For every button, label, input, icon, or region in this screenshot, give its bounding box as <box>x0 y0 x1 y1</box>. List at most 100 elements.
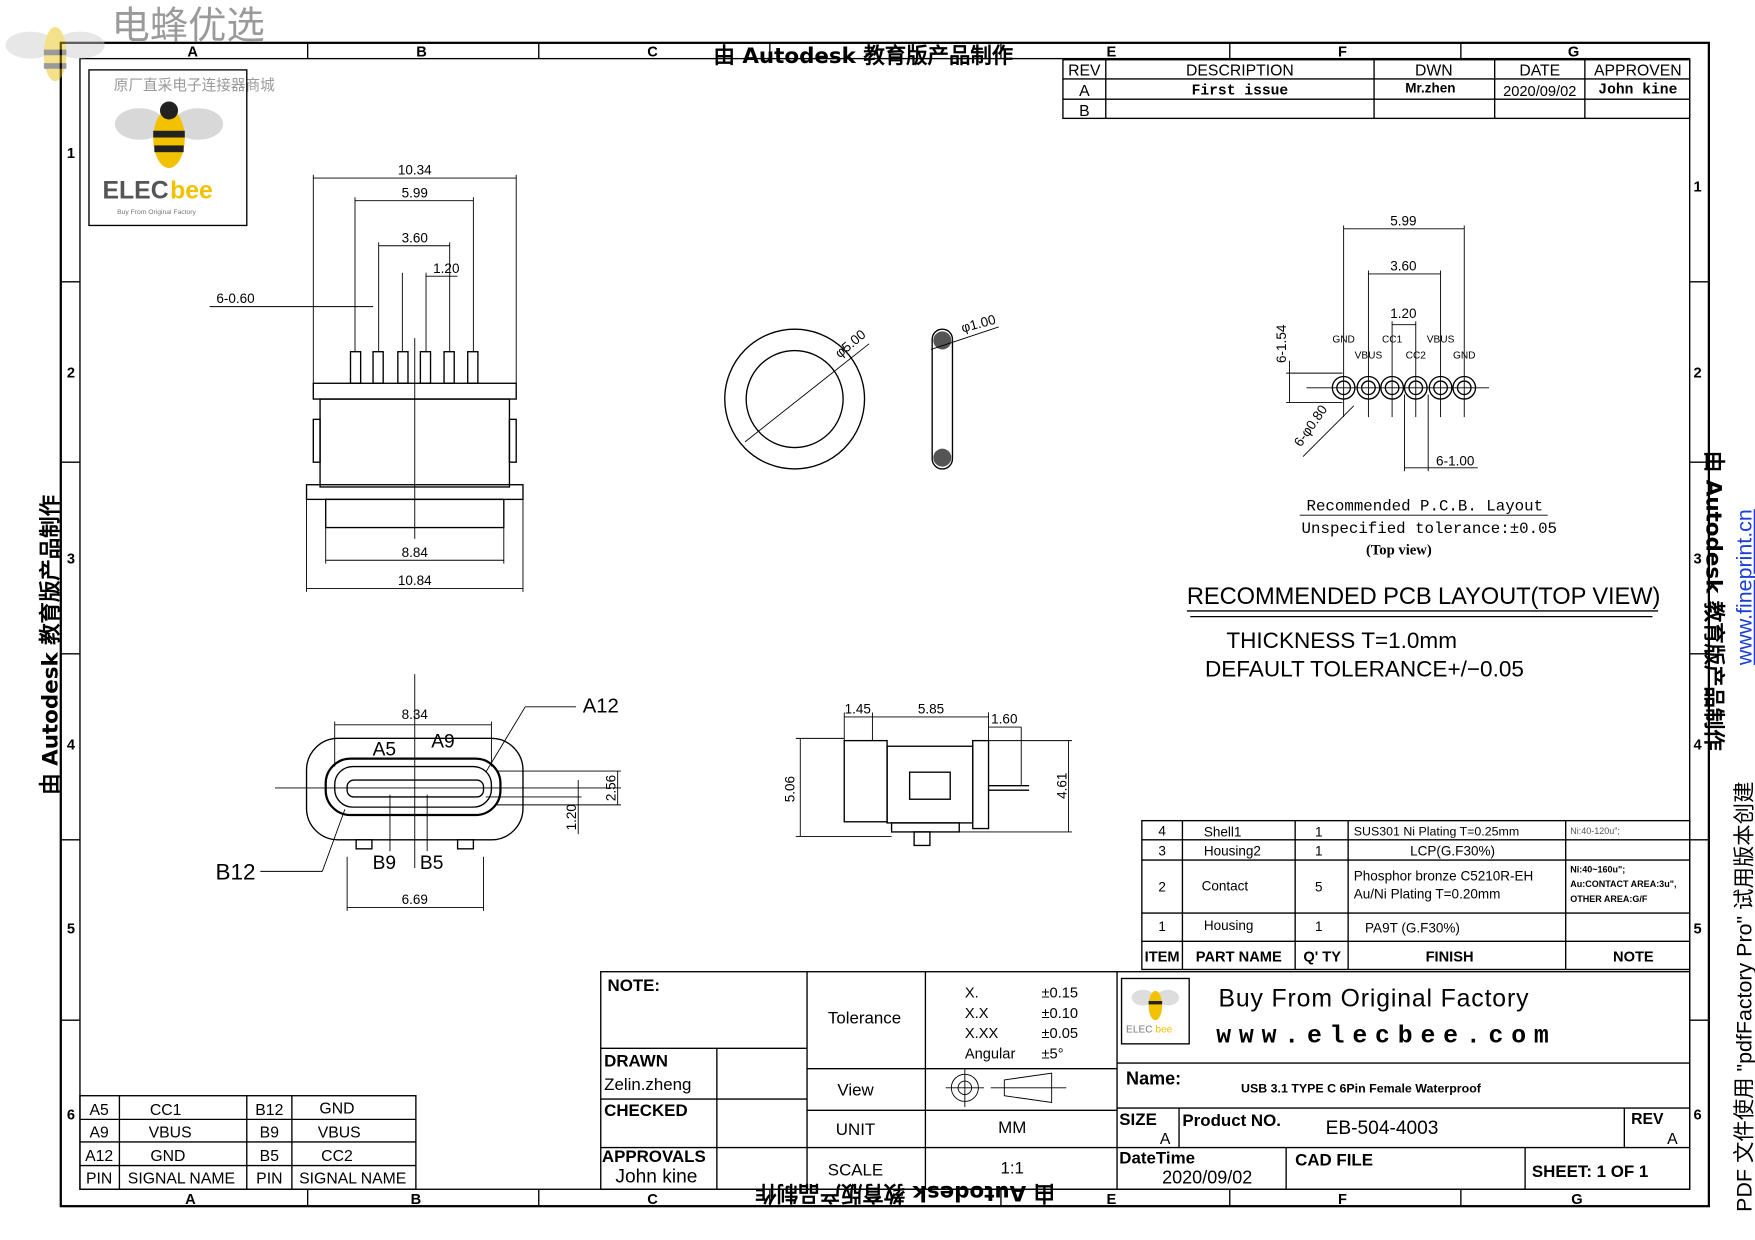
drawing-label: PIN <box>256 1171 282 1188</box>
drawing-label: Ni:40-120u"; <box>1570 826 1620 836</box>
drawing-line <box>1141 820 1690 970</box>
drawing-line <box>372 351 384 384</box>
drawing-line <box>209 174 524 592</box>
drawing-line <box>1141 819 1691 971</box>
drawing-label: C <box>647 44 658 60</box>
drawing-label: 1 <box>1694 180 1702 196</box>
drawing-label: GND <box>1332 335 1355 346</box>
drawing-label: 6-1.54 <box>1274 324 1289 363</box>
drawing-label: 4 <box>1694 738 1703 754</box>
drawing-label: X.X <box>965 1006 989 1022</box>
drawing-label: CC2 <box>1406 350 1427 361</box>
brand-sub-watermark: 原厂直采电子连接器商城 <box>114 77 275 94</box>
drawing-label: ITEM <box>1145 950 1180 966</box>
drawing-label: A5 <box>373 739 396 760</box>
drawing-label: (Top view) <box>1366 543 1432 559</box>
drawing-line <box>43 27 67 82</box>
drawing-line <box>154 145 184 153</box>
drawing-label: E <box>1107 44 1117 60</box>
drawing-line <box>321 809 346 872</box>
drawing-label: φ1.00 <box>960 312 998 336</box>
elecbee-logo: ELEC bee Buy From Original Factory <box>88 69 248 227</box>
drawing-label: X.XX <box>965 1026 999 1042</box>
drawing-line <box>908 771 951 800</box>
drawing-label: UNIT <box>836 1120 875 1139</box>
drawing-line <box>1148 990 1163 1021</box>
drawing-label: B <box>1079 103 1090 120</box>
drawing-label: Shell1 <box>1204 824 1242 839</box>
drawing-label: 3 <box>1158 844 1166 859</box>
drawing-label: F <box>1338 1192 1347 1208</box>
title-block: NOTE: DRAWN Zelin.zheng CHECKED APPROVAL… <box>600 971 1691 1190</box>
drawing-line: 1.45 5.85 1.60 5.06 4.61 <box>783 702 1070 803</box>
drawing-label: 1.20 <box>564 804 579 830</box>
drawing-line <box>1003 1072 1053 1103</box>
drawing-line <box>43 63 67 69</box>
drawing-label: 5.85 <box>918 702 944 717</box>
drawing-label: A <box>1079 83 1090 100</box>
slogan: Buy From Original Factory <box>1219 986 1530 1013</box>
drawing-label: 1 <box>67 146 75 162</box>
drawing-line <box>43 49 67 56</box>
drawing-line <box>5 31 56 59</box>
projection-symbol-icon <box>945 1068 1067 1107</box>
drawing-label: Phosphor bronze C5210R-EH <box>1354 868 1534 883</box>
drawing-label: 5 <box>1315 880 1323 895</box>
pcb-layout-title: RECOMMENDED PCB LAYOUT(TOP VIEW) <box>1187 584 1660 610</box>
drawing-label: 5 <box>67 921 75 937</box>
drawing-label: 2 <box>1158 880 1166 895</box>
drawing-label: B <box>411 1192 422 1208</box>
drawing-label: Ni:40~160u"; <box>1570 865 1625 875</box>
drawing-label: VBUS <box>149 1124 192 1141</box>
drawing-label: G <box>1568 44 1579 60</box>
thickness-note: THICKNESS T=1.0mm <box>1226 628 1457 653</box>
drawing-label: PA9T (G.F30%) <box>1365 920 1460 935</box>
drawing-label: 1.45 <box>845 702 871 717</box>
drawing-label: DateTime <box>1119 1148 1195 1167</box>
pdffactory-watermark: PDF 文件使用 "pdfFactory Pro" 试用版本创建 <box>1733 782 1755 1212</box>
drawing-label: SIGNAL NAME <box>299 1171 406 1188</box>
drawing-line <box>260 674 622 911</box>
drawing-label: 6-1.00 <box>1436 454 1474 469</box>
drawing-line <box>397 351 409 384</box>
drawing-line <box>88 69 248 227</box>
drawing-label: 6-φ0.80 <box>1291 402 1330 449</box>
drawing-label: 1.20 <box>1390 306 1416 321</box>
drawing-line <box>456 839 475 850</box>
drawing-label: Zelin.zheng <box>604 1075 691 1094</box>
drawing-label: Contact <box>1202 879 1249 894</box>
drawing-label: bee <box>1155 1025 1172 1036</box>
fineprint-link[interactable]: www.fineprint.cn <box>1733 509 1755 666</box>
drawing-line: Ni:40~160u";Au:CONTACT AREA:3u",OTHER AR… <box>1570 865 1676 904</box>
drawing-line <box>1062 59 1690 119</box>
drawing-label: 8.84 <box>402 545 429 560</box>
drawing-label: C <box>647 1192 658 1208</box>
drawing-line <box>443 351 455 384</box>
drawing-label: DATE <box>1519 63 1560 80</box>
drawing-label: GND <box>319 1101 354 1118</box>
default-tolerance-note: DEFAULT TOLERANCE+/−0.05 <box>1205 656 1524 681</box>
drawing-line <box>933 331 952 350</box>
drawing-label: 1:1 <box>1000 1158 1023 1177</box>
drawing-label: 2020/09/02 <box>1503 84 1576 100</box>
website[interactable]: www.elecbee.com <box>1216 1023 1549 1051</box>
drawing-label: Housing <box>1204 918 1254 933</box>
drawing-line <box>349 351 479 384</box>
drawing-label: A <box>1160 1131 1171 1148</box>
drawing-line <box>159 101 179 120</box>
drawing-line <box>600 971 1691 1190</box>
drawing-line <box>485 706 526 773</box>
drawing-label: MM <box>998 1118 1026 1137</box>
autodesk-watermark-left: 由 Autodesk 教育版产品制作 <box>37 495 63 795</box>
drawing-line <box>153 109 185 168</box>
drawing-label: 2.56 <box>603 775 618 801</box>
front-view-drawing: 10.34 5.99 3.60 1.20 6-0.60 8.84 10.84 <box>209 163 524 592</box>
drawing-label: A <box>187 44 198 60</box>
drawing-label: 3 <box>1694 552 1702 568</box>
autodesk-watermark-top: 由 Autodesk 教育版产品制作 <box>713 43 1013 69</box>
drawing-line <box>114 108 165 140</box>
